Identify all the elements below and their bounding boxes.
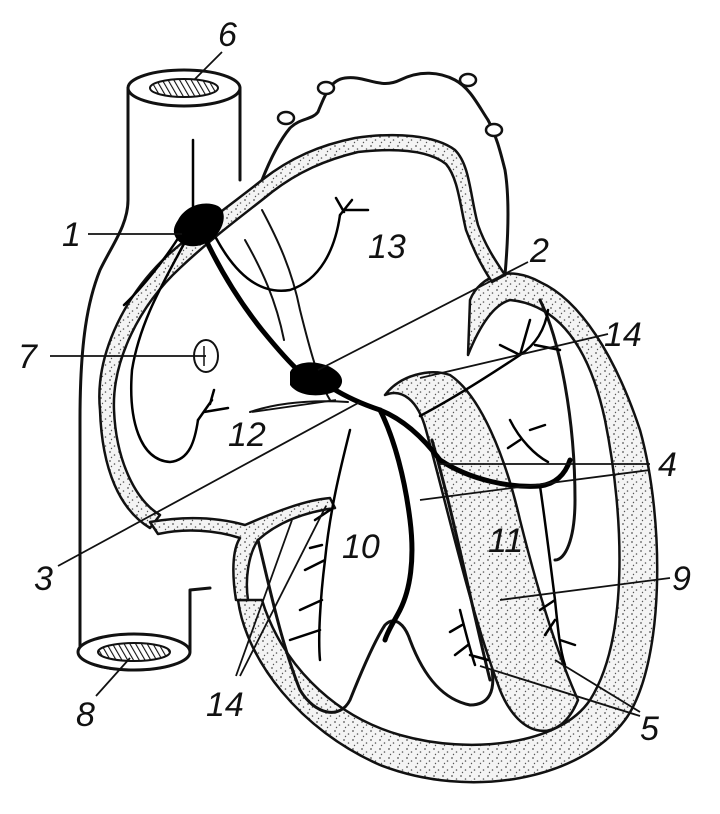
right-mid-twigs	[508, 420, 548, 462]
label-6: 6	[218, 16, 237, 54]
his-bundle	[332, 388, 380, 410]
leader-2	[318, 262, 528, 370]
bachmann-twigs	[336, 198, 368, 215]
label-13: 13	[368, 228, 406, 266]
av-valve-ring	[150, 498, 335, 600]
label-12: 12	[228, 416, 266, 454]
bachmann-branch	[216, 215, 340, 291]
fossa-twigs	[198, 390, 228, 420]
vessel-ring-3	[460, 74, 476, 86]
label-8: 8	[76, 696, 95, 734]
leader-14a	[420, 334, 608, 378]
left-bundle-branch	[380, 410, 412, 640]
label-5: 5	[640, 710, 659, 748]
label-14-upper: 14	[604, 316, 642, 354]
ventricular-wall	[238, 274, 657, 783]
label-11: 11	[488, 522, 523, 560]
svc-lumen	[150, 79, 218, 97]
label-3: 3	[34, 560, 53, 598]
vessel-ring-2	[318, 82, 334, 94]
label-9: 9	[672, 560, 691, 598]
label-1: 1	[62, 216, 81, 254]
label-14-lower: 14	[206, 686, 244, 724]
left-bundle-twigs	[290, 430, 350, 660]
vessel-ring-1	[278, 112, 294, 124]
label-7: 7	[18, 338, 38, 376]
ivc-lumen	[98, 643, 170, 661]
vessel-ring-4	[486, 124, 502, 136]
leader-12	[252, 400, 336, 412]
label-2: 2	[529, 232, 549, 270]
label-10: 10	[342, 528, 380, 566]
label-4: 4	[658, 446, 677, 484]
